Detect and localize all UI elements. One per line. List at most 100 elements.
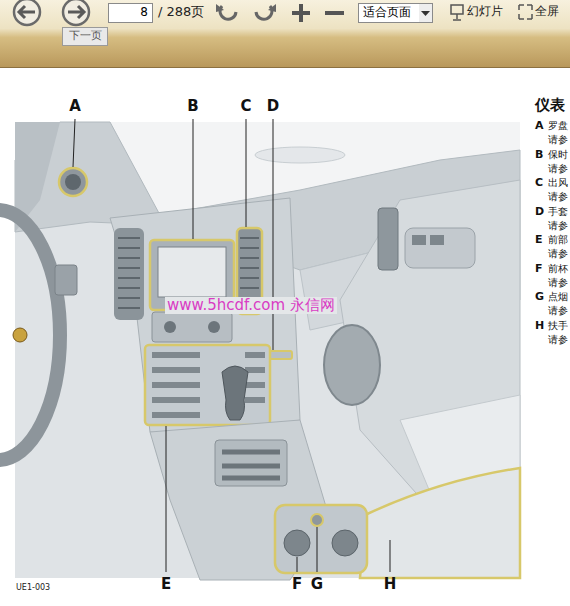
- dashboard-illustration-part: [114, 228, 144, 320]
- watermark: www.5hcdf.com 永信网: [165, 297, 337, 314]
- leader-lines-part: [246, 119, 247, 227]
- leader-lines-part: [193, 119, 194, 239]
- leader-lines-part: [317, 527, 318, 572]
- dashboard-illustration-part: [222, 452, 280, 478]
- leader-lines-part: [73, 119, 75, 167]
- dashboard-illustration-part: [324, 325, 380, 405]
- callout-letter: B: [187, 98, 198, 115]
- reference-note: 请参: [548, 163, 568, 175]
- legend-letter: G: [535, 291, 544, 304]
- dashboard-illustration-part: [208, 321, 220, 333]
- page-number-input: 8: [108, 3, 153, 23]
- dashboard-illustration-part: [145, 345, 270, 425]
- tooltip-box: 下一页: [62, 27, 108, 46]
- legend-letter: C: [535, 177, 543, 190]
- toolbar-part: [14, 0, 40, 25]
- toolbar-part: [451, 5, 463, 14]
- dashboard-illustration-part: [412, 235, 426, 245]
- toolbar-part: [268, 4, 276, 12]
- item-name: 保时: [548, 149, 568, 161]
- callout-letter: D: [267, 98, 279, 115]
- zoom-dropdown: 适合页面: [358, 3, 433, 23]
- dashboard-illustration-part: [332, 530, 358, 556]
- dashboard-illustration-part: [118, 238, 140, 308]
- item-name: 扶手: [548, 320, 568, 332]
- toolbar-part: [325, 11, 344, 15]
- dashboard-illustration: [0, 122, 520, 580]
- callout-letter: E: [161, 576, 171, 593]
- dashboard-illustration-part: [110, 198, 300, 440]
- dashboard-illustration-part: [284, 530, 310, 556]
- leader-lines-part: [166, 426, 167, 572]
- item-name: 出风: [548, 177, 568, 189]
- toolbar: [0, 0, 570, 68]
- item-name: 罗盘: [548, 120, 568, 132]
- callout-letter: H: [384, 576, 397, 593]
- reference-note: 请参: [548, 134, 568, 146]
- toolbar-part: [453, 14, 461, 20]
- dashboard-illustration-part: [311, 514, 323, 526]
- item-name: 前杯: [548, 263, 568, 275]
- legend-letter: E: [535, 234, 543, 247]
- callout-letter: G: [311, 576, 323, 593]
- dashboard-illustration-part: [13, 328, 27, 342]
- callout-letter: A: [69, 98, 81, 115]
- toolbar-button-label: 幻灯片: [467, 5, 503, 19]
- toolbar-part: [0, 0, 570, 68]
- reference-note: 请参: [548, 191, 568, 203]
- dashboard-illustration-part: [275, 505, 367, 573]
- legend-letter: F: [535, 263, 543, 276]
- dashboard-illustration-part: [405, 228, 475, 268]
- figure-code: UE1-003: [16, 583, 50, 592]
- dashboard-illustration-part: [59, 168, 87, 196]
- legend-letter: B: [535, 149, 543, 162]
- reference-note: 请参: [548, 248, 568, 260]
- reference-note: 请参: [548, 334, 568, 346]
- toolbar-part: [256, 6, 272, 19]
- item-name: 手套: [548, 206, 568, 218]
- dashboard-illustration-part: [430, 235, 444, 245]
- toolbar-part: [0, 67, 570, 68]
- toolbar-part: [419, 4, 432, 22]
- dashboard-illustration-part: [0, 210, 60, 460]
- legend-letter: D: [535, 206, 544, 219]
- leader-lines-part: [390, 540, 391, 572]
- callout-letter: C: [240, 98, 251, 115]
- dashboard-illustration-part: [164, 321, 176, 333]
- toolbar-part: [421, 11, 430, 16]
- reference-note: 请参: [548, 220, 568, 232]
- box-text: 适合页面: [363, 6, 416, 20]
- toolbar-part: [68, 6, 84, 18]
- page-count: / 288页: [158, 5, 204, 20]
- dashboard-illustration-part: [55, 265, 77, 295]
- callout-letter: F: [292, 576, 302, 593]
- dashboard-illustration-part: [158, 247, 226, 297]
- dashboard-illustration-part: [378, 208, 398, 270]
- dashboard-illustration-part: [240, 238, 259, 298]
- toolbar-part: [220, 6, 236, 19]
- legend-letter: A: [535, 120, 544, 133]
- item-name: 点烟: [548, 291, 568, 303]
- dashboard-illustration-part: [222, 366, 248, 420]
- leader-lines: [73, 119, 390, 572]
- toolbar-part: [216, 4, 224, 12]
- toolbar-part: [63, 0, 89, 25]
- legend-letter: H: [535, 320, 544, 333]
- toolbar-part: [519, 5, 532, 19]
- box-text: 8: [113, 6, 148, 20]
- reference-note: 请参: [548, 305, 568, 317]
- dashboard-illustration-part: [152, 312, 232, 342]
- leader-lines-part: [273, 119, 274, 350]
- item-name: 前部: [548, 234, 568, 246]
- toolbar-part: [292, 4, 310, 22]
- dashboard-illustration-part: [65, 174, 81, 190]
- toolbar-part: [108, 3, 153, 23]
- dashboard-illustration-part: [360, 468, 520, 578]
- dashboard-illustration-part: [215, 440, 287, 486]
- toolbar-part: [358, 3, 433, 23]
- section-heading: 仪表: [535, 97, 565, 114]
- dashboard-illustration-part: [152, 355, 265, 415]
- toolbar-part: [19, 6, 35, 18]
- leader-lines-part: [297, 557, 298, 572]
